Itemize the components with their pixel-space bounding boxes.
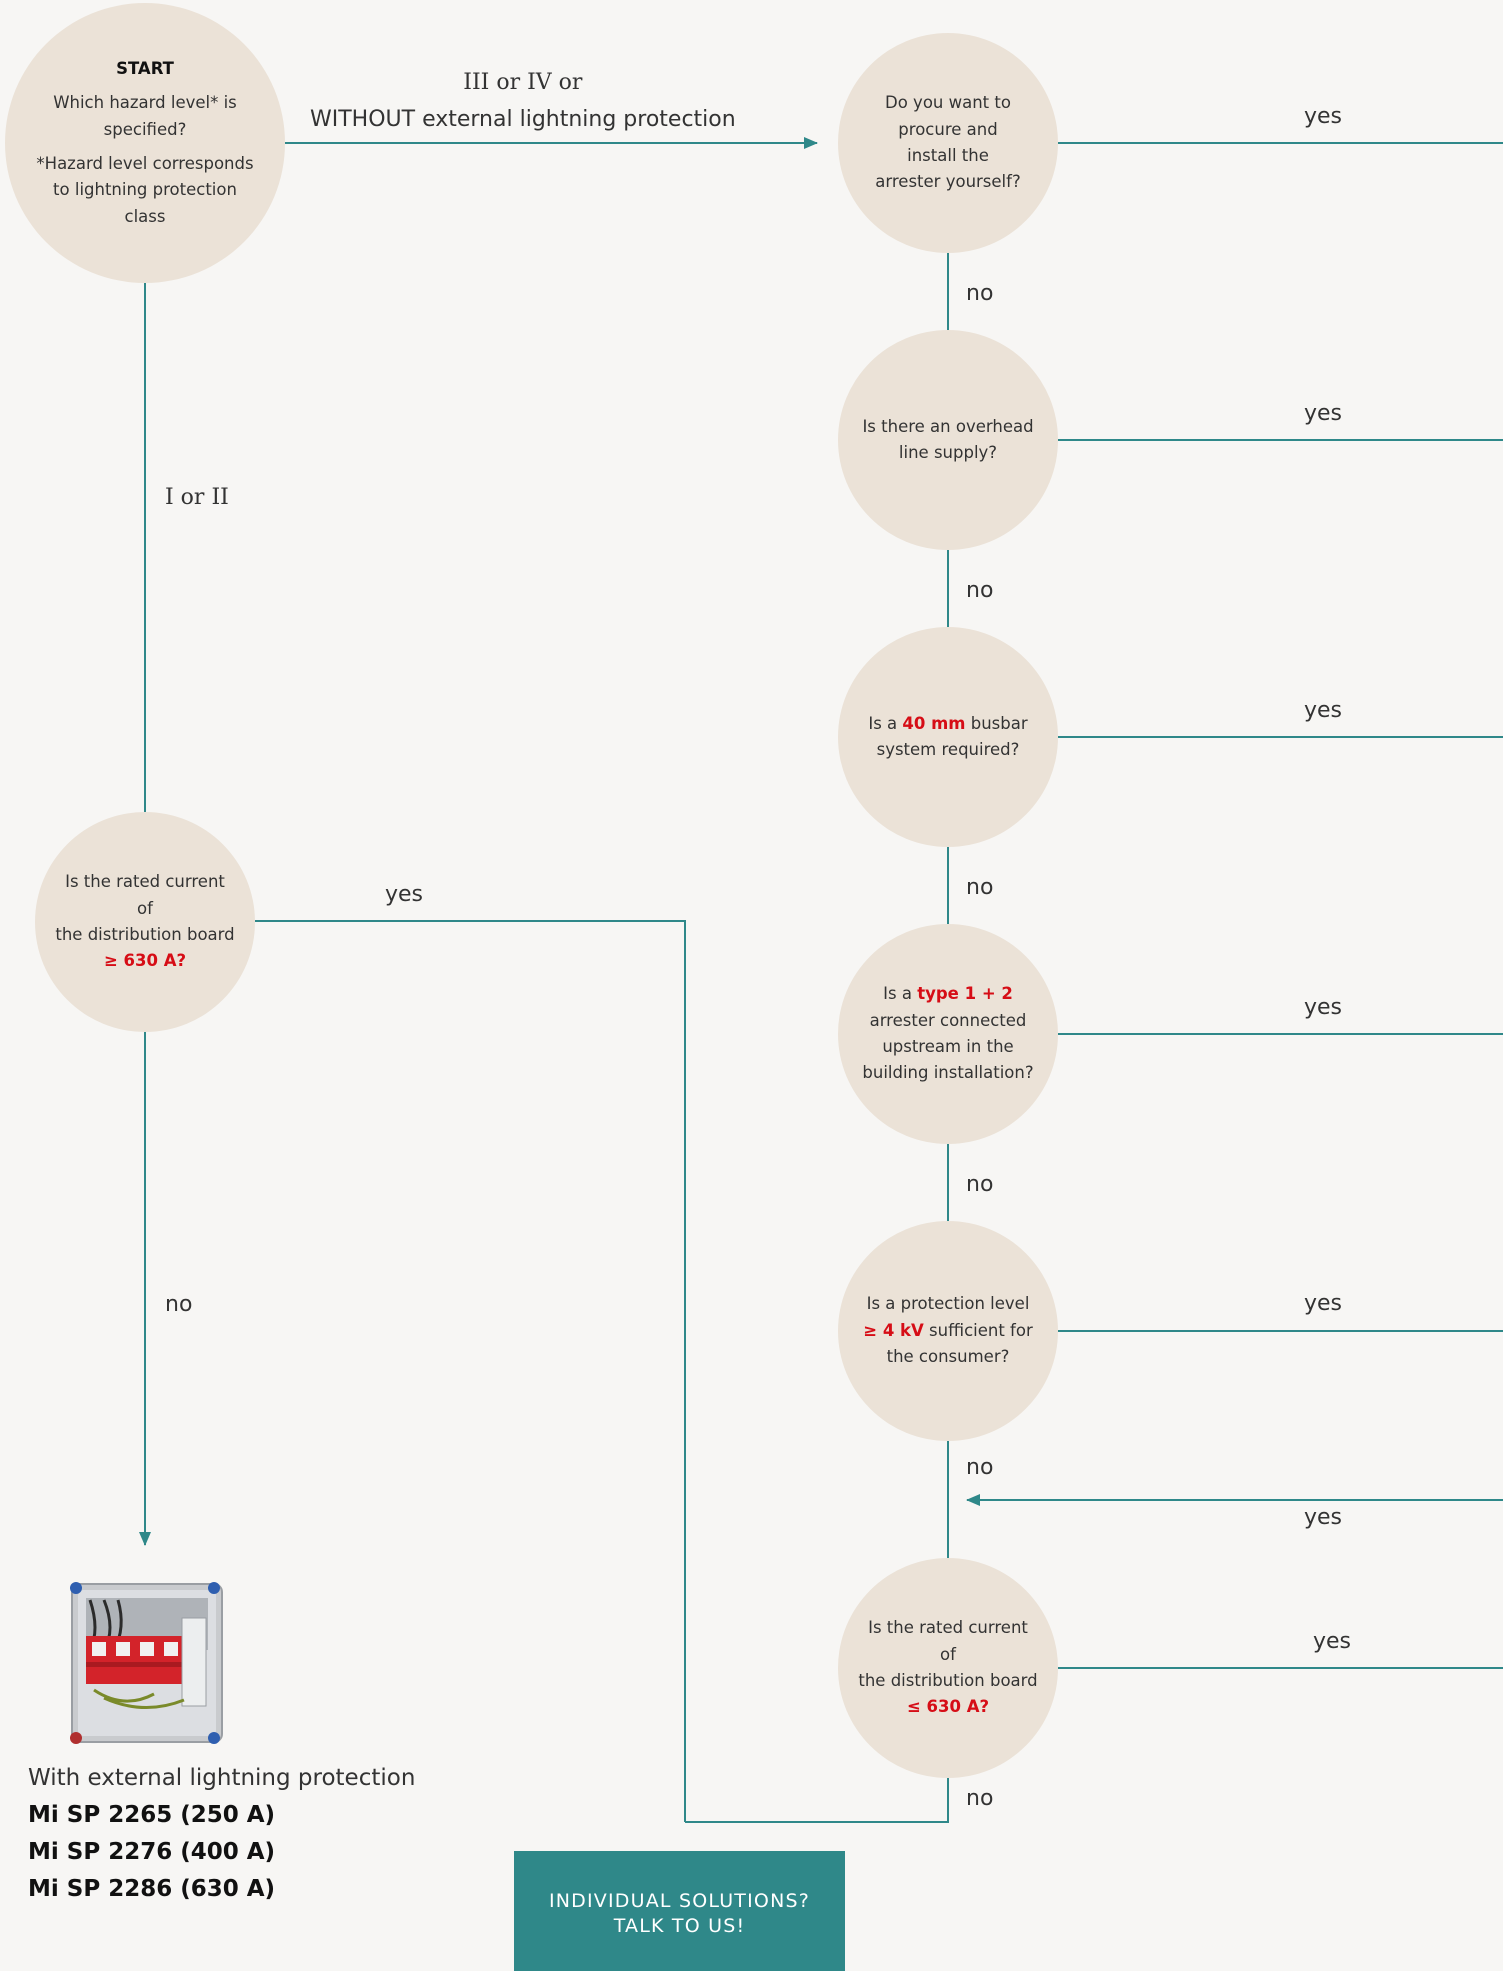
node-text-pre: Is a protection level: [866, 1294, 1030, 1314]
start-title: START: [116, 58, 174, 78]
product-caption: With external lightning protection: [28, 1765, 416, 1791]
edge-label-q1-no: no: [966, 281, 994, 306]
edge-label-q3-yes: yes: [1304, 698, 1343, 723]
product-item: Mi SP 2286 (630 A): [28, 1876, 276, 1902]
node-text-line: the distribution board: [858, 1671, 1038, 1690]
node-overhead-line: Is there an overhead line supply?: [838, 330, 1058, 550]
node-text-pre: Is a: [868, 713, 903, 733]
edge-label-line: WITHOUT external lightning protection: [310, 107, 736, 133]
edge-label-q6-no: no: [966, 1786, 994, 1811]
node-text: Do you want to procure and install the a…: [875, 93, 1021, 192]
node-install-yourself: Do you want to procure and install the a…: [838, 33, 1058, 253]
node-highlight: 40 mm: [902, 713, 966, 733]
distribution-box-image: [70, 1582, 223, 1744]
node-text: Is a protection level ≥ 4 kV sufficient …: [858, 1291, 1038, 1370]
contact-cta-button[interactable]: INDIVIDUAL SOLUTIONS? TALK TO US!: [514, 1851, 845, 1971]
node-text: Is a 40 mm busbar system required?: [858, 711, 1038, 764]
node-text: Is there an overhead line supply?: [862, 416, 1034, 462]
product-info: With external lightning protection Mi SP…: [28, 1760, 415, 1908]
edge-label-rated-left-no: no: [165, 1292, 193, 1317]
node-text-pre: Is a: [883, 984, 918, 1004]
node-rated-current-le-630: Is the rated current of the distribution…: [838, 1558, 1058, 1778]
start-question: Which hazard level* is specified?: [53, 93, 237, 139]
edge-label-rated-left-yes: yes: [385, 882, 424, 907]
edge-label-q2-no: no: [966, 578, 994, 603]
node-text-line: Is the rated current of: [868, 1618, 1028, 1664]
edge-label-q1-yes: yes: [1304, 104, 1343, 129]
node-rated-current-ge-630: Is the rated current of the distribution…: [35, 812, 255, 1032]
edge-label-q5-yes: yes: [1304, 1291, 1343, 1316]
cta-line: INDIVIDUAL SOLUTIONS?: [548, 1890, 811, 1912]
edge-label-start-down: I or II: [165, 485, 229, 510]
edge-label-q3-no: no: [966, 875, 994, 900]
edge-label-line: III or IV or: [463, 70, 583, 95]
edge-q6-no: [685, 1778, 949, 1823]
edge-label-q4-yes: yes: [1304, 995, 1343, 1020]
node-highlight: ≥ 4 kV: [863, 1320, 924, 1340]
start-footnote: *Hazard level corresponds to lightning p…: [36, 154, 254, 226]
node-text-post: arrester connected upstream in the build…: [862, 1010, 1034, 1083]
product-item: Mi SP 2276 (400 A): [28, 1839, 276, 1865]
edge-label-return-yes: yes: [1304, 1505, 1343, 1530]
edge-rated-left-yes: [255, 920, 686, 1822]
edge-label-start-to-q1: III or IV or WITHOUT external lightning …: [310, 64, 736, 139]
node-type12-arrester: Is a type 1 + 2 arrester connected upstr…: [838, 924, 1058, 1144]
cta-line: TALK TO US!: [613, 1915, 746, 1937]
edge-label-q2-yes: yes: [1304, 401, 1343, 426]
node-highlight: ≤ 630 A?: [906, 1697, 990, 1717]
node-protection-level-4kv: Is a protection level ≥ 4 kV sufficient …: [838, 1221, 1058, 1441]
start-node: START Which hazard level* is specified? …: [5, 3, 285, 283]
node-busbar-40mm: Is a 40 mm busbar system required?: [838, 627, 1058, 847]
edge-label-q5-no: no: [966, 1455, 994, 1480]
node-highlight: type 1 + 2: [917, 984, 1013, 1004]
node-text: Is a type 1 + 2 arrester connected upstr…: [858, 981, 1038, 1087]
edge-label-q4-no: no: [966, 1172, 994, 1197]
node-text-post: busbar system required?: [876, 713, 1028, 759]
node-text-post: sufficient for the consumer?: [886, 1320, 1033, 1367]
node-text-line: the distribution board: [55, 925, 235, 944]
node-highlight: ≥ 630 A?: [103, 951, 187, 971]
edge-label-q6-yes: yes: [1313, 1629, 1352, 1654]
node-text-line: Is the rated current of: [65, 872, 225, 918]
product-item: Mi SP 2265 (250 A): [28, 1802, 276, 1828]
